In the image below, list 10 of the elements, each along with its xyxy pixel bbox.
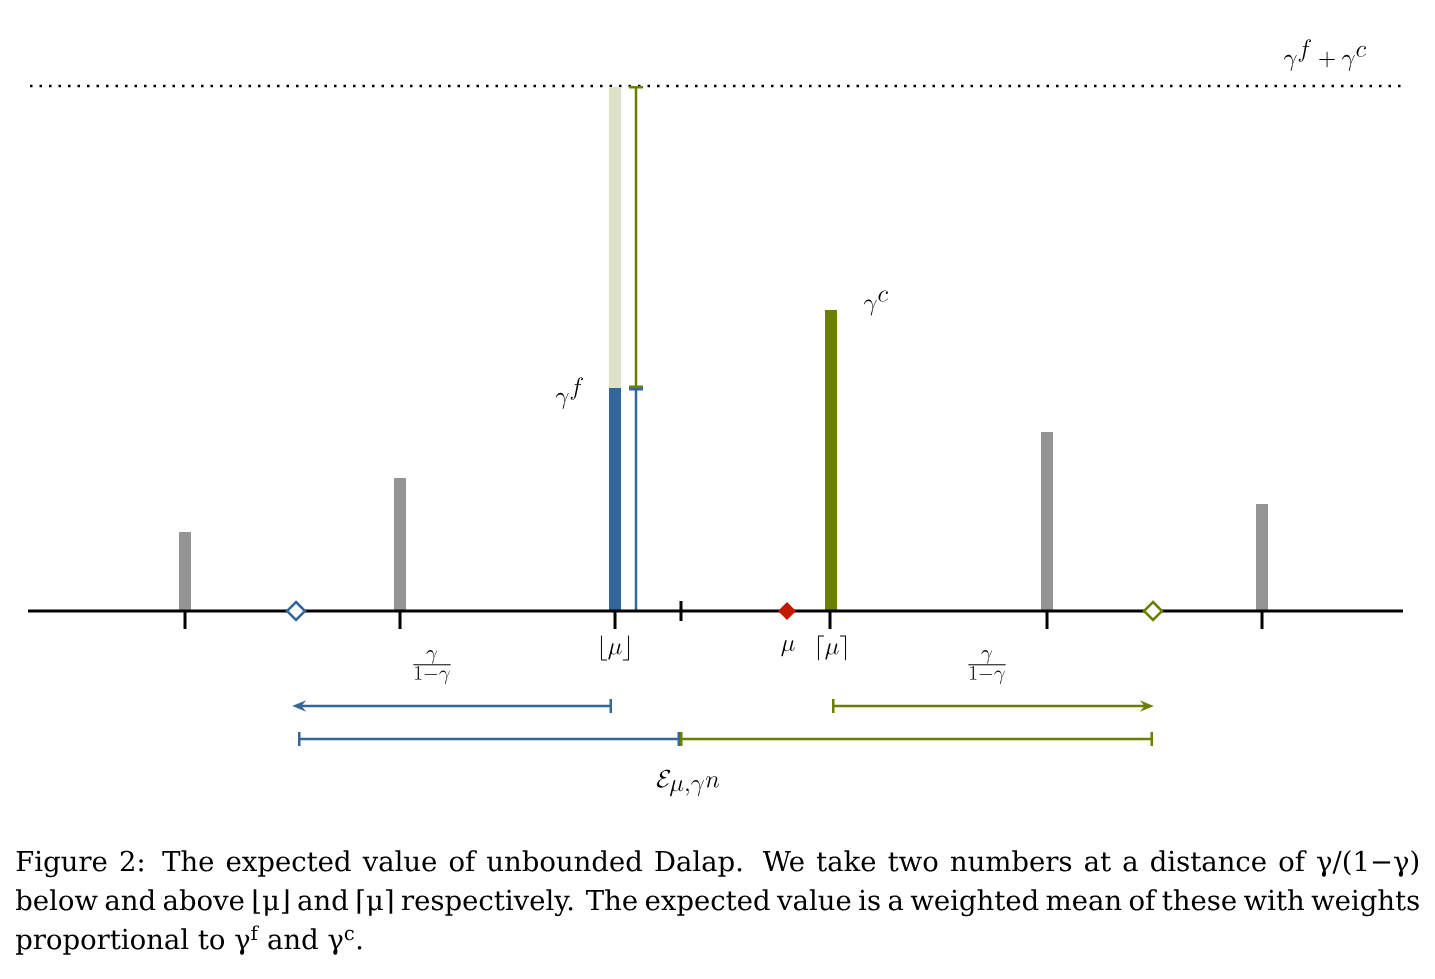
caption: Figure 2: The expected value of unbounded Dalap. We take two numbers at a distance of γ/(1−γ) below and above ⌊μ⌋ and ⌈μ⌉ respectively. The expected value is a weighted mean of these with weights proportional to γ$^{f}$ and γ$^{c}$. (16, 850, 1419, 955)
math-label: $\mathcal{E}_{\mu,\gamma} n$ (656, 769, 720, 797)
math-label: $\mu$ (781, 639, 795, 657)
math-label: $\lceil\mu\rceil$ (817, 635, 847, 661)
math-label: $\lfloor\mu\rfloor$ (600, 635, 630, 661)
math-label: $\frac{\gamma}{1-\gamma}$ (413, 650, 451, 685)
math-label: $\gamma^{f}$ (555, 377, 583, 410)
math-label: $\gamma^{c}$ (864, 290, 888, 316)
math-label: $\gamma^{f} + \gamma^{c}$ (1283, 39, 1366, 72)
math-label: $\frac{\gamma}{1-\gamma}$ (968, 650, 1006, 685)
